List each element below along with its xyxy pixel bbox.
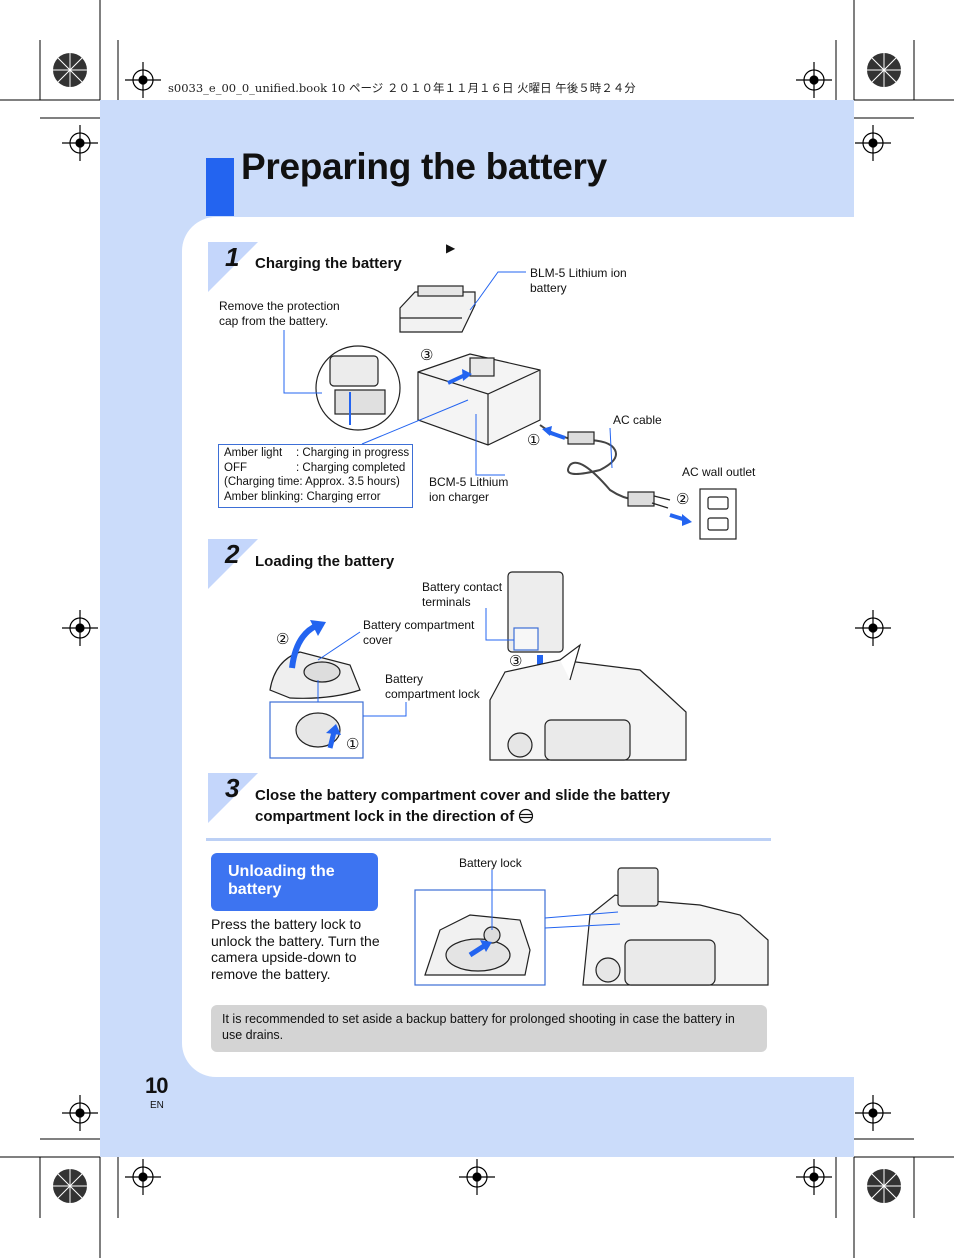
- blm5-battery-label: BLM-5 Lithium ion battery: [530, 266, 627, 295]
- step-3-title-text: Close the battery compartment cover and …: [255, 787, 671, 825]
- step-3-title: Close the battery compartment cover and …: [255, 787, 735, 826]
- page-title: Preparing the battery: [241, 146, 607, 187]
- step-2-number: 2: [225, 539, 240, 569]
- callout-2: ②: [676, 491, 690, 508]
- status-value: : Charging in progress: [296, 447, 410, 459]
- ac-wall-outlet-label: AC wall outlet: [682, 465, 756, 479]
- callout-1: ①: [527, 432, 541, 449]
- status-value: (Charging time: Approx. 3.5 hours): [224, 476, 400, 488]
- unloading-text: Press the battery lock to unlock the bat…: [211, 916, 380, 982]
- step-1-title: Charging the battery: [255, 255, 402, 272]
- status-key: Amber light: [224, 447, 283, 459]
- status-value: Amber blinking: Charging error: [224, 490, 381, 503]
- callout-3: ③: [420, 347, 434, 364]
- section-divider: [206, 838, 771, 841]
- step-1-number: 1: [225, 242, 240, 272]
- backup-battery-note: It is recommended to set aside a backup …: [211, 1005, 767, 1052]
- callout-2: ②: [276, 631, 290, 648]
- page-language: EN: [150, 1100, 164, 1111]
- contact-terminals-label: Battery contact terminals: [422, 580, 503, 609]
- ac-cable-label: AC cable: [613, 413, 662, 427]
- title-accent-bar: [206, 158, 234, 216]
- step-3-marker: [208, 773, 258, 823]
- lock-direction-icon: [519, 808, 534, 824]
- bcm5-charger-label: BCM-5 Lithium ion charger: [429, 475, 509, 504]
- arrow-icon: ▶: [446, 241, 456, 255]
- remove-cap-label: Remove the protection cap from the batte…: [219, 299, 340, 328]
- compartment-cover-label: Battery compartment cover: [363, 618, 475, 647]
- charging-status-table: Amber light : Charging in progress OFF : C…: [218, 444, 413, 508]
- print-header: s0033_e_00_0_unified.book 10 ページ ２０１０年１１…: [168, 81, 636, 95]
- battery-lock-label: Battery lock: [459, 856, 522, 870]
- callout-1: ①: [346, 736, 360, 753]
- page-number: 10: [145, 1073, 169, 1098]
- step-3-number: 3: [225, 773, 240, 803]
- compartment-lock-label: Battery compartment lock: [385, 672, 480, 701]
- status-key: OFF: [224, 461, 247, 474]
- status-value: : Charging completed: [296, 461, 406, 474]
- step-2-title: Loading the battery: [255, 553, 395, 570]
- step-2-marker: [208, 539, 258, 589]
- unloading-heading: Unloading the battery: [211, 853, 378, 911]
- callout-3: ③: [509, 653, 523, 670]
- step-1-marker: [208, 242, 258, 292]
